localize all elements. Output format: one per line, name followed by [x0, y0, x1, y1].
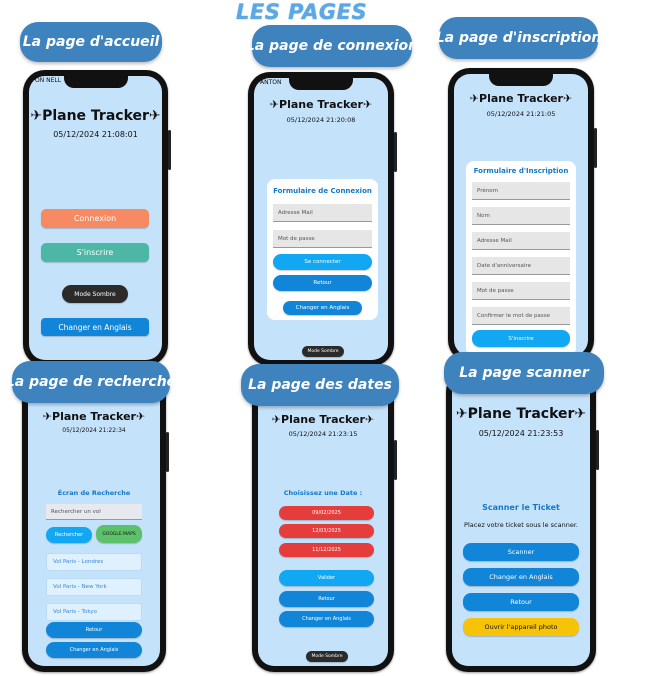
screen-scanner: ✈Plane Tracker✈ 05/12/2024 21:23:53 Scan… — [452, 376, 590, 666]
inscrire-button[interactable]: S'inscrire — [472, 330, 570, 347]
app-title: ✈Plane Tracker✈ — [455, 406, 587, 422]
search-input[interactable]: Rechercher un vol — [46, 504, 142, 520]
retour-button[interactable]: Retour — [46, 622, 142, 638]
phone-connexion: ANTON ✈Plane Tracker✈ 05/12/2024 21:20:0… — [248, 72, 397, 366]
phone-notch — [63, 76, 128, 88]
status-text: ON NELL — [35, 77, 62, 84]
rechercher-button[interactable]: Rechercher — [46, 527, 92, 543]
flight-item[interactable]: Vol Paris - Tokyo — [46, 603, 142, 621]
phone-inscription: ✈Plane Tracker✈ 05/12/2024 21:21:05 Form… — [448, 68, 597, 362]
app-date: 05/12/2024 21:23:53 — [478, 429, 564, 438]
flight-item[interactable]: Vol Paris - Londres — [46, 553, 142, 571]
status-text: ANTON — [260, 79, 282, 86]
connexion-button[interactable]: Connexion — [41, 209, 149, 228]
phone-dates: ✈Plane Tracker✈ 05/12/2024 21:23:15 Choi… — [252, 380, 397, 672]
anglais-button[interactable]: Changer en Anglais — [283, 301, 362, 315]
label-connexion: La page de connexion — [246, 25, 418, 67]
date-option[interactable]: 12/03/2025 — [279, 524, 374, 538]
mode-sombre-button[interactable]: Mode Sombre — [306, 651, 348, 662]
screen-accueil: ON NELL ✈Plane Tracker✈ 05/12/2024 21:08… — [29, 76, 162, 360]
se-connecter-button[interactable]: Se connecter — [273, 254, 372, 270]
app-title: ✈Plane Tracker✈ — [271, 413, 375, 426]
app-title: ✈Plane Tracker✈ — [42, 410, 146, 423]
inscrire-button[interactable]: S'inscrire — [41, 243, 149, 262]
page-heading: LES PAGES — [236, 0, 368, 24]
screen-dates: ✈Plane Tracker✈ 05/12/2024 21:23:15 Choi… — [258, 386, 388, 666]
anglais-button[interactable]: Changer en Anglais — [41, 318, 149, 336]
anglais-button[interactable]: Changer en Anglais — [279, 611, 374, 627]
flight-item[interactable]: Vol Paris - New York — [46, 578, 142, 596]
retour-button[interactable]: Retour — [273, 275, 372, 291]
anglais-button[interactable]: Changer en Anglais — [463, 568, 579, 586]
date-option[interactable]: 11/12/2025 — [279, 543, 374, 557]
prenom-input[interactable]: Prénom — [472, 182, 570, 200]
screen-connexion: ANTON ✈Plane Tracker✈ 05/12/2024 21:20:0… — [254, 78, 388, 360]
phone-accueil: ON NELL ✈Plane Tracker✈ 05/12/2024 21:08… — [23, 70, 171, 366]
anglais-button[interactable]: Changer en Anglais — [46, 642, 142, 658]
app-date: 05/12/2024 21:08:01 — [53, 130, 138, 139]
phone-scanner: ✈Plane Tracker✈ 05/12/2024 21:23:53 Scan… — [446, 370, 599, 672]
label-recherche: La page de recherche — [6, 361, 176, 403]
nom-input[interactable]: Nom — [472, 207, 570, 225]
scanner-instruction: Placez votre ticket sous le scanner. — [464, 521, 578, 529]
section-title: Choisissez une Date : — [283, 489, 363, 497]
inscription-form-card: Formulaire d'Inscription Prénom Nom Adre… — [466, 161, 576, 356]
password-input[interactable]: Mot de passe — [273, 230, 372, 248]
confirm-password-input[interactable]: Confirmer le mot de passe — [472, 307, 570, 325]
photo-button[interactable]: Ouvrir l'appareil photo — [463, 618, 579, 636]
connexion-form-card: Formulaire de Connexion Adresse Mail Mot… — [267, 179, 378, 320]
app-title: ✈Plane Tracker✈ — [469, 92, 573, 105]
phone-recherche: ✈Plane Tracker✈ 05/12/2024 21:22:34 Écra… — [22, 372, 169, 672]
date-option[interactable]: 09/02/2025 — [279, 506, 374, 520]
app-date: 05/12/2024 21:21:05 — [486, 110, 556, 118]
app-date: 05/12/2024 21:20:08 — [286, 116, 356, 124]
app-title: ✈Plane Tracker✈ — [269, 98, 373, 111]
mode-sombre-button[interactable]: Mode Sombre — [302, 346, 344, 357]
password-input[interactable]: Mot de passe — [472, 282, 570, 300]
app-date: 05/12/2024 21:22:34 — [62, 427, 126, 434]
valider-button[interactable]: Valider — [279, 570, 374, 586]
section-title: Écran de Recherche — [57, 489, 131, 497]
google-maps-button[interactable]: GOOGLE MAPS — [96, 525, 142, 543]
form-title: Formulaire de Connexion — [273, 187, 372, 195]
mail-input[interactable]: Adresse Mail — [273, 204, 372, 222]
section-title: Scanner le Ticket — [482, 503, 560, 512]
mail-input[interactable]: Adresse Mail — [472, 232, 570, 250]
app-title: ✈Plane Tracker✈ — [30, 108, 161, 124]
screen-recherche: ✈Plane Tracker✈ 05/12/2024 21:22:34 Écra… — [28, 378, 160, 666]
phone-notch — [489, 74, 553, 86]
mode-sombre-button[interactable]: Mode Sombre — [62, 285, 128, 303]
retour-button[interactable]: Retour — [463, 593, 579, 611]
retour-button[interactable]: Retour — [279, 591, 374, 607]
label-dates: La page des dates — [241, 364, 399, 406]
form-title: Formulaire d'Inscription — [473, 167, 569, 175]
birthday-input[interactable]: Date d'anniversaire — [472, 257, 570, 275]
label-accueil: La page d'accueil — [20, 22, 162, 62]
label-inscription: La page d'inscription — [436, 17, 601, 59]
phone-notch — [289, 78, 353, 90]
label-scanner: La page scanner — [444, 352, 604, 394]
scanner-button[interactable]: Scanner — [463, 543, 579, 561]
app-date: 05/12/2024 21:23:15 — [288, 430, 358, 438]
screen-inscription: ✈Plane Tracker✈ 05/12/2024 21:21:05 Form… — [454, 74, 588, 356]
